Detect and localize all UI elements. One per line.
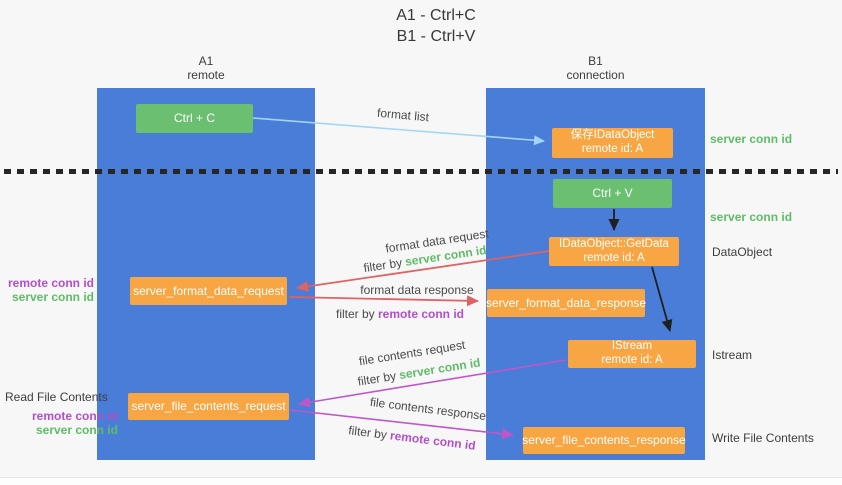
lane-a1-subtitle: remote — [187, 68, 225, 83]
label-remote-conn-id-left-top: remote conn id — [7, 276, 94, 290]
label-conn-ids-left-bottom: remote conn id server conn id — [32, 409, 118, 437]
label-server-conn-id-right-mid: server conn id — [710, 210, 793, 224]
filter-prefix: filter by — [335, 307, 378, 321]
node-getdata-line1: IDataObject::GetData — [559, 237, 669, 250]
lane-a1-id: A1 — [198, 54, 214, 68]
label-format-list: format list — [376, 105, 430, 125]
lane-b1-subtitle: connection — [566, 68, 625, 83]
node-file-request-label: server_file_contents_request — [131, 399, 286, 414]
lane-header-b1: B1 connection — [486, 54, 705, 83]
filter-prefix: filter by — [347, 423, 392, 443]
label-conn-ids-left-top: remote conn id server conn id — [8, 276, 94, 304]
label-file-contents-response: file contents response — [369, 394, 487, 424]
label-read-file-contents: Read File Contents — [5, 390, 108, 404]
filter-prefix: filter by — [356, 368, 401, 389]
page-bottom-edge — [0, 477, 842, 485]
arrow-format-data-response — [288, 295, 479, 307]
diagram-title: A1 - Ctrl+C B1 - Ctrl+V — [0, 6, 842, 48]
diagram-title-line2: B1 - Ctrl+V — [396, 27, 476, 45]
node-istream: IStream remote id: A — [568, 340, 696, 368]
node-ctrl-v-label: Ctrl + V — [592, 186, 633, 201]
label-istream: Istream — [712, 348, 753, 362]
node-server-file-contents-response: server_file_contents_response — [522, 427, 686, 454]
label-write-file-contents: Write File Contents — [712, 431, 814, 445]
node-server-format-data-response: server_format_data_response — [485, 289, 647, 317]
lane-header-a1: A1 remote — [97, 54, 315, 83]
node-save-idataobject-line1: 保存IDataObject — [570, 129, 655, 142]
node-save-idataobject: 保存IDataObject remote id: A — [552, 128, 673, 158]
node-format-request-label: server_format_data_request — [133, 283, 284, 298]
dashed-separator — [4, 169, 838, 174]
label-dataobject: DataObject — [712, 245, 773, 259]
node-server-format-data-request: server_format_data_request — [130, 277, 287, 305]
node-ctrl-c: Ctrl + C — [136, 104, 253, 133]
node-ctrl-c-label: Ctrl + C — [173, 111, 215, 126]
node-save-idataobject-line2: remote id: A — [581, 143, 644, 155]
node-format-response-label: server_format_data_response — [485, 295, 647, 310]
filter-value-remote-conn-id: remote conn id — [378, 307, 465, 321]
label-file-contents-response-filter: filter by remote conn id — [348, 423, 477, 452]
diagram-title-line1: A1 - Ctrl+C — [396, 7, 476, 24]
label-server-conn-id-left-top: server conn id — [11, 290, 94, 304]
label-format-data-response-filter: filter by remote conn id — [336, 307, 464, 321]
label-format-data-response: format data response — [360, 283, 474, 297]
lane-b1-id: B1 — [588, 54, 603, 68]
node-idataobject-getdata: IDataObject::GetData remote id: A — [549, 237, 679, 266]
filter-prefix: filter by — [362, 255, 407, 276]
node-getdata-line2: remote id: A — [583, 251, 645, 264]
node-istream-line1: IStream — [611, 340, 653, 353]
label-server-conn-id-right-top: server conn id — [710, 132, 793, 146]
node-file-response-label: server_file_contents_response — [522, 433, 686, 448]
filter-value-remote-conn-id: remote conn id — [389, 428, 477, 453]
node-ctrl-v: Ctrl + V — [553, 179, 672, 208]
label-remote-conn-id-left-bottom: remote conn id — [31, 409, 118, 423]
label-server-conn-id-left-bottom: server conn id — [35, 423, 118, 437]
node-istream-line2: remote id: A — [601, 354, 663, 366]
node-server-file-contents-request: server_file_contents_request — [128, 393, 289, 420]
